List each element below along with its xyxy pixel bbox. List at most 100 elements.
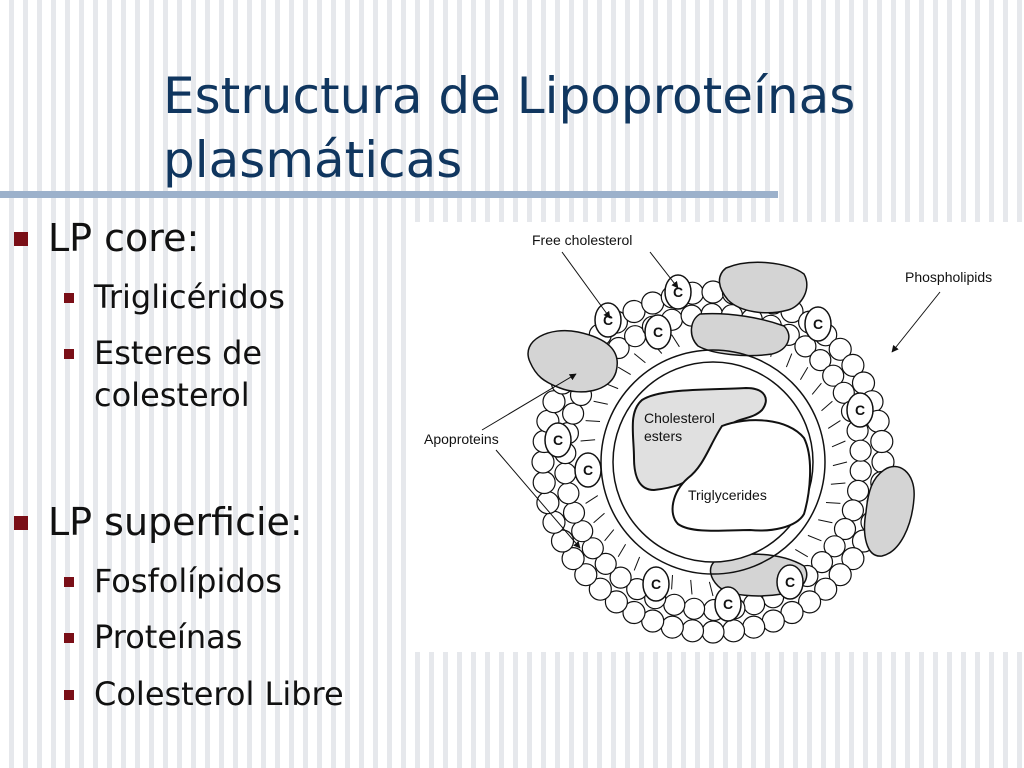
phospholipid-tail: [785, 353, 793, 368]
cholesterol-esters-label-line2: esters: [644, 428, 682, 444]
sub-bullet-icon: [64, 633, 74, 643]
phospholipid-tail: [825, 502, 841, 504]
phospholipid-tail: [593, 512, 605, 524]
phospholipid-head: [701, 620, 725, 644]
phospholipid-head: [841, 547, 865, 571]
list-item: Triglicéridos: [94, 278, 285, 316]
phospholipid-head: [562, 501, 586, 524]
phospholipid-head: [743, 593, 766, 616]
free-cholesterol-marker: [644, 314, 672, 350]
cholesterol-marker-label: C: [855, 402, 865, 418]
phospholipid-tail: [617, 544, 627, 558]
apoprotein-region: [527, 329, 618, 393]
phospholipid-head: [849, 439, 872, 462]
apoprotein-region: [690, 312, 790, 357]
phospholipid-tail: [821, 400, 833, 412]
free-cholesterol-arrow: [561, 251, 611, 319]
sub-bullet-icon: [64, 293, 74, 303]
apoproteins-arrow: [481, 373, 577, 431]
sub-bullet-icon: [64, 577, 74, 587]
phospholipids-label: Phospholipids: [905, 269, 992, 285]
phospholipid-tail: [830, 482, 846, 485]
phospholipid-tail: [604, 529, 615, 542]
phospholipid-head: [574, 563, 598, 587]
phospholipid-tail: [831, 440, 846, 448]
cholesterol-marker-label: C: [723, 596, 733, 612]
list-item: Proteínas: [94, 618, 243, 656]
phospholipid-head: [814, 577, 838, 601]
phospholipid-head: [721, 619, 746, 643]
phospholipid-tail: [818, 519, 833, 524]
free-cholesterol-marker: [776, 564, 804, 600]
sub-bullet-icon: [64, 690, 74, 700]
phospholipid-tail: [671, 574, 673, 590]
phospholipid-head: [847, 479, 870, 502]
free-cholesterol-marker: [714, 586, 742, 622]
bullet-square-icon: [14, 232, 28, 246]
phospholipid-tail: [690, 579, 693, 595]
free-cholesterol-arrow: [649, 251, 679, 289]
cholesterol-marker-label: C: [583, 462, 593, 478]
free-cholesterol-marker: [642, 566, 670, 602]
phospholipid-tail: [795, 548, 809, 558]
phospholipid-tail: [593, 400, 608, 405]
section-heading-surface: LP superficie:: [48, 500, 303, 544]
list-item: Fosfolípidos: [94, 562, 282, 600]
phospholipid-tail: [585, 420, 601, 422]
phospholipid-head: [557, 482, 580, 505]
cholesterol-marker-label: C: [651, 576, 661, 592]
phospholipid-head: [833, 517, 857, 541]
phospholipid-head: [542, 510, 566, 534]
phospholipid-head: [849, 459, 872, 482]
phospholipid-head: [663, 593, 686, 616]
phospholipid-head: [571, 520, 594, 543]
phospholipid-tail: [585, 495, 599, 504]
list-item: Esteres de colesterol: [94, 334, 263, 414]
free-cholesterol-marker: [544, 422, 572, 458]
phospholipid-head: [828, 337, 852, 361]
phospholipid-head: [660, 615, 684, 639]
phospholipid-tail: [811, 382, 822, 395]
bullet-square-icon: [14, 516, 28, 530]
cholesterol-marker-label: C: [603, 312, 613, 328]
cholesterol-marker-label: C: [813, 316, 823, 332]
phospholipid-tail: [617, 366, 631, 376]
phospholipid-head: [604, 590, 628, 614]
phospholipid-tail: [671, 334, 680, 348]
phospholipid-tail: [832, 461, 848, 467]
phospholipid-tail: [633, 353, 646, 364]
phospholipid-head: [532, 470, 556, 495]
slide-title: Estructura de Lipoproteínas plasmáticas: [163, 67, 856, 189]
phospholipid-head: [680, 619, 705, 643]
phospholipid-tail: [827, 420, 841, 429]
apoprotein-region: [863, 465, 915, 557]
free-cholesterol-marker: [594, 302, 622, 338]
phospholipid-head: [870, 429, 894, 454]
free-cholesterol-marker: [804, 306, 832, 342]
phospholipid-tail: [580, 439, 596, 442]
phospholipid-head: [841, 499, 864, 522]
apoproteins-label: Apoproteins: [424, 431, 499, 447]
section-heading-core: LP core:: [48, 216, 200, 260]
phospholipid-head: [581, 537, 604, 560]
apoprotein-region: [718, 261, 808, 314]
phospholipid-head: [554, 462, 577, 485]
phospholipid-head: [810, 551, 834, 574]
phospholipid-head: [828, 563, 852, 587]
phospholipid-head: [841, 353, 865, 377]
core-outer-boundary: [600, 349, 826, 575]
sub-bullet-icon: [64, 349, 74, 359]
phospholipid-head: [622, 600, 646, 625]
cholesterol-marker-label: C: [653, 324, 663, 340]
phospholipid-head: [809, 349, 832, 372]
title-underline: [0, 191, 778, 198]
phospholipid-head: [588, 577, 612, 601]
phospholipid-head: [562, 402, 585, 425]
triglycerides-label: Triglycerides: [688, 487, 767, 503]
cholesterol-marker-label: C: [673, 284, 683, 300]
phospholipid-head: [822, 364, 845, 387]
phospholipid-head: [561, 547, 585, 571]
apoproteins-arrow: [495, 449, 581, 549]
